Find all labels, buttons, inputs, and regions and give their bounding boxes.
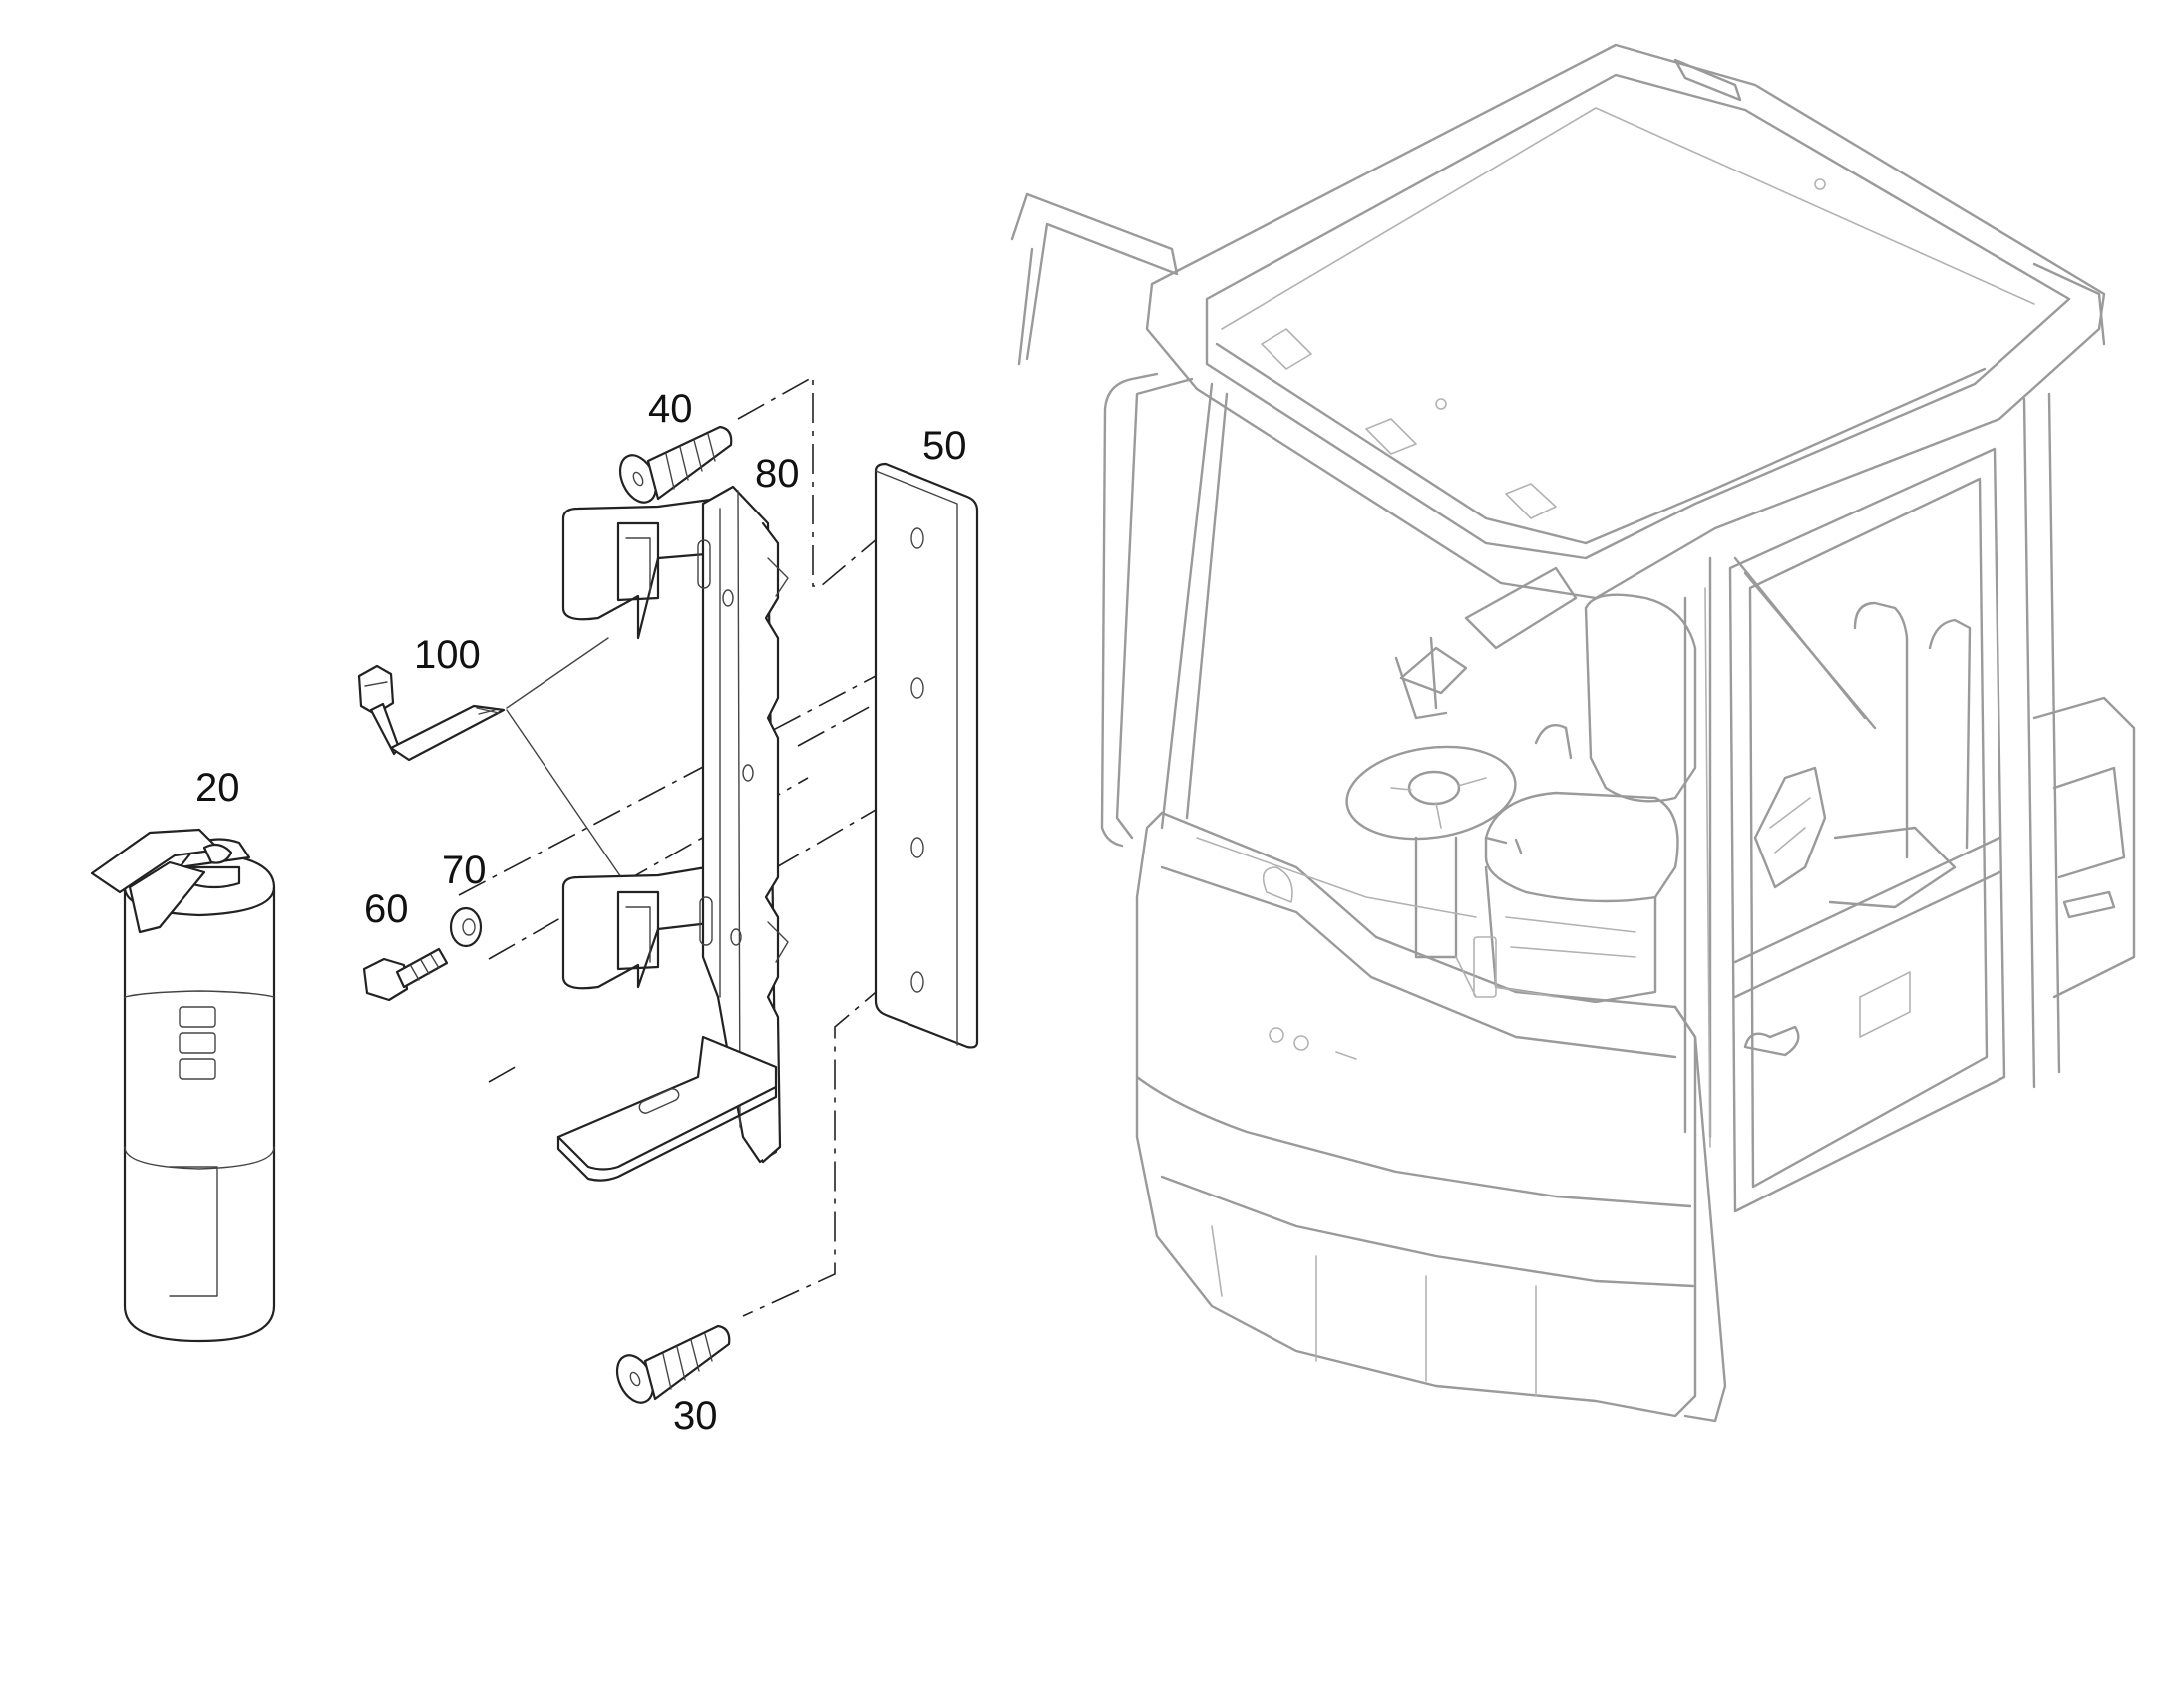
callout-60: 60 <box>364 887 409 931</box>
callout-30: 30 <box>673 1394 718 1438</box>
callout-80: 80 <box>755 452 800 496</box>
spacer-plate-part-50: 50 <box>874 424 979 1049</box>
callout-40: 40 <box>648 387 693 431</box>
fire-extinguisher-part-20: 20 <box>90 766 276 1343</box>
washer-part-70: 70 <box>442 849 487 948</box>
operator-cab-illustration <box>1010 43 2136 1423</box>
callout-100: 100 <box>414 633 481 677</box>
screw-part-30: 30 <box>615 1324 731 1438</box>
bracket-part-80: 80 <box>556 452 800 1182</box>
callout-20: 20 <box>195 766 240 810</box>
callout-50: 50 <box>922 424 967 468</box>
bolt-part-60: 60 <box>362 887 449 1002</box>
strap-buckle-part-100: 100 <box>357 633 639 903</box>
screw-part-40: 40 <box>618 387 733 504</box>
callout-70: 70 <box>442 849 487 892</box>
